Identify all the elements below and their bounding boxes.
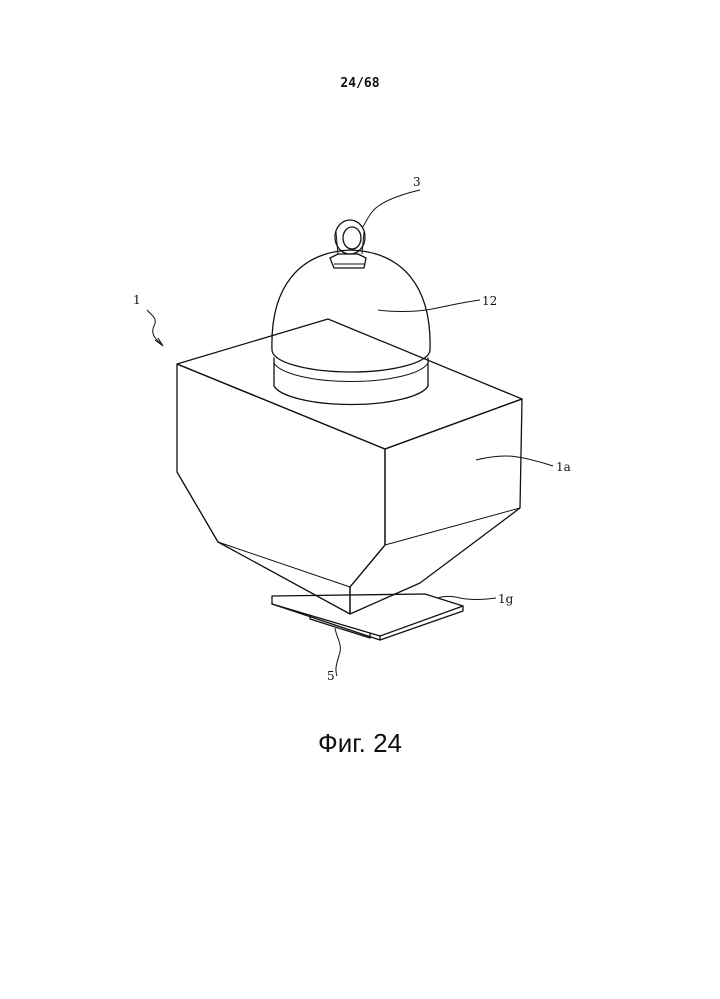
figure-caption: Фиг. 24 xyxy=(0,728,720,759)
label-ring: 3 xyxy=(413,175,421,189)
label-tab: 5 xyxy=(327,669,335,683)
label-body: 1a xyxy=(556,460,571,474)
hopper-body xyxy=(177,319,522,614)
ring-fitting xyxy=(330,220,366,268)
dome-cap xyxy=(272,250,430,404)
label-device: 1 xyxy=(133,293,141,307)
label-dome: 12 xyxy=(482,294,497,308)
base-plate xyxy=(272,594,463,640)
label-base: 1g xyxy=(498,592,514,606)
